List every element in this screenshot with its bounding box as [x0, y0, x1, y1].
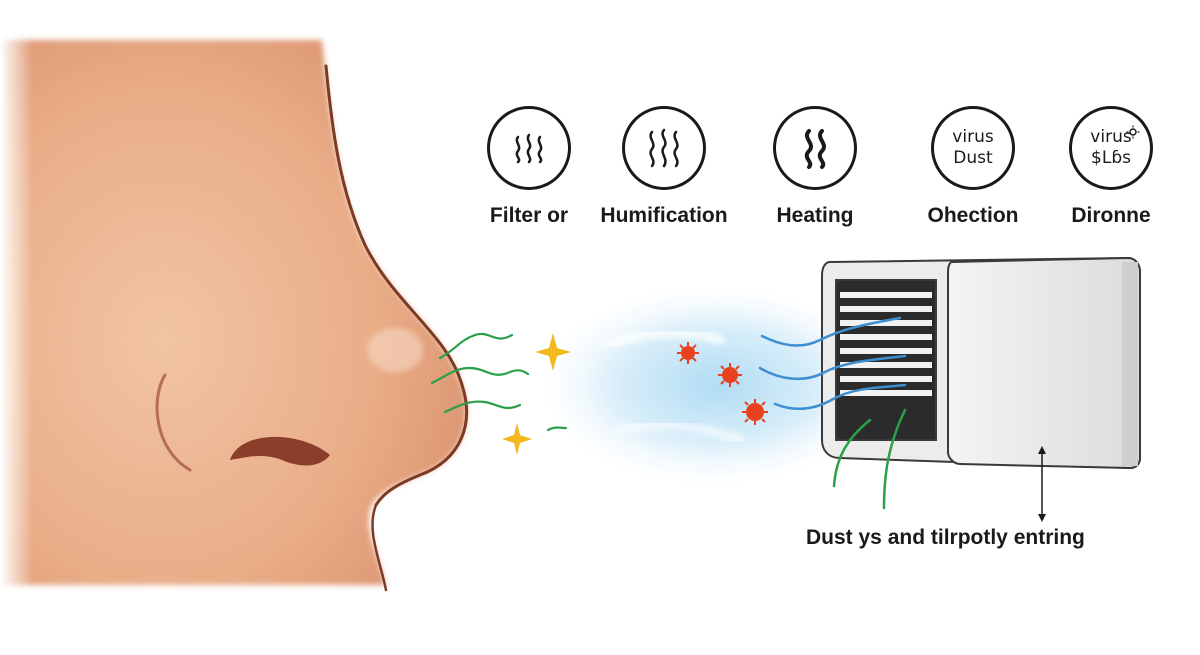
virus-particles	[677, 342, 768, 425]
heat-waves-icon	[804, 129, 826, 169]
green-streams	[832, 408, 907, 510]
feature-label: Heating	[776, 204, 854, 227]
feature-humidification: Humification	[589, 106, 739, 228]
feature-label: Humification	[600, 204, 728, 227]
heating-circle	[773, 106, 857, 190]
feature-dironne: virus $Lɓs Dironne	[1036, 106, 1186, 228]
badge-line: virus	[1090, 127, 1132, 147]
text-badge-sun: virus $Lɓs	[1069, 106, 1153, 190]
sparkle-icon	[502, 333, 571, 455]
feature-label: Dironne	[1071, 204, 1151, 227]
humidification-circle	[622, 106, 706, 190]
badge-line: Dust	[953, 148, 993, 168]
airflow-cloud	[530, 290, 870, 480]
steam-waves-icon	[649, 128, 679, 168]
vent-grille	[840, 292, 932, 396]
odor-waves	[430, 332, 568, 432]
steam-waves-icon	[515, 133, 543, 164]
feature-filter: Filter or	[454, 106, 604, 228]
badge-line: virus	[952, 127, 994, 147]
sun-icon	[1126, 125, 1140, 139]
badge-line: $Lɓs	[1091, 148, 1131, 168]
feature-label: Ohection	[927, 204, 1019, 227]
filter-circle	[487, 106, 571, 190]
feature-label: Filter or	[489, 204, 569, 227]
device-caption: Dust ys and tilrpotly entring	[806, 526, 1085, 549]
nose-illustration	[0, 30, 469, 600]
feature-heating: Heating	[740, 106, 890, 228]
text-badge: virus Dust	[931, 106, 1015, 190]
feature-protection: virus Dust Ohection	[898, 106, 1048, 228]
air-purifier-device	[821, 256, 1141, 522]
intake-streams	[758, 316, 907, 410]
